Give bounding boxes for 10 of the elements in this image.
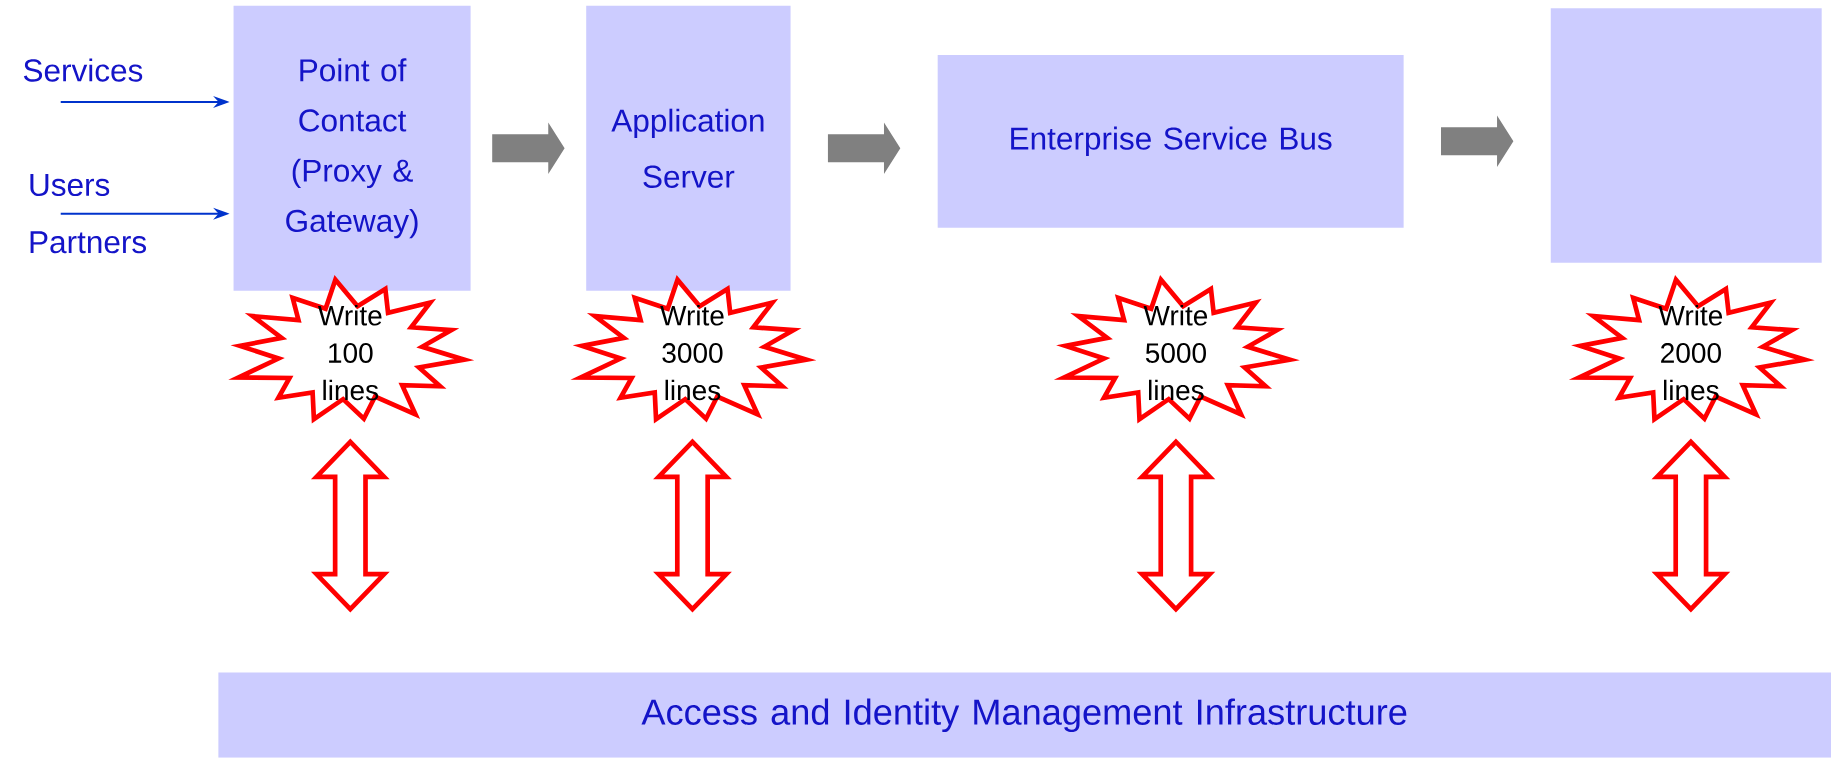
label-text: Services xyxy=(23,58,143,82)
block-arrow xyxy=(492,122,565,175)
process-box: Access and Identity Management Infrastructure xyxy=(218,672,1831,758)
label-text: Users Partners xyxy=(30,174,146,254)
process-box: Point of Contact (Proxy & Gateway) xyxy=(233,5,471,291)
process-box: Application Server xyxy=(586,5,791,291)
block-arrow xyxy=(1441,115,1514,168)
block-arrow xyxy=(827,122,901,175)
process-box: Enterprise Service Bus xyxy=(937,54,1404,228)
process-box xyxy=(1550,8,1822,263)
